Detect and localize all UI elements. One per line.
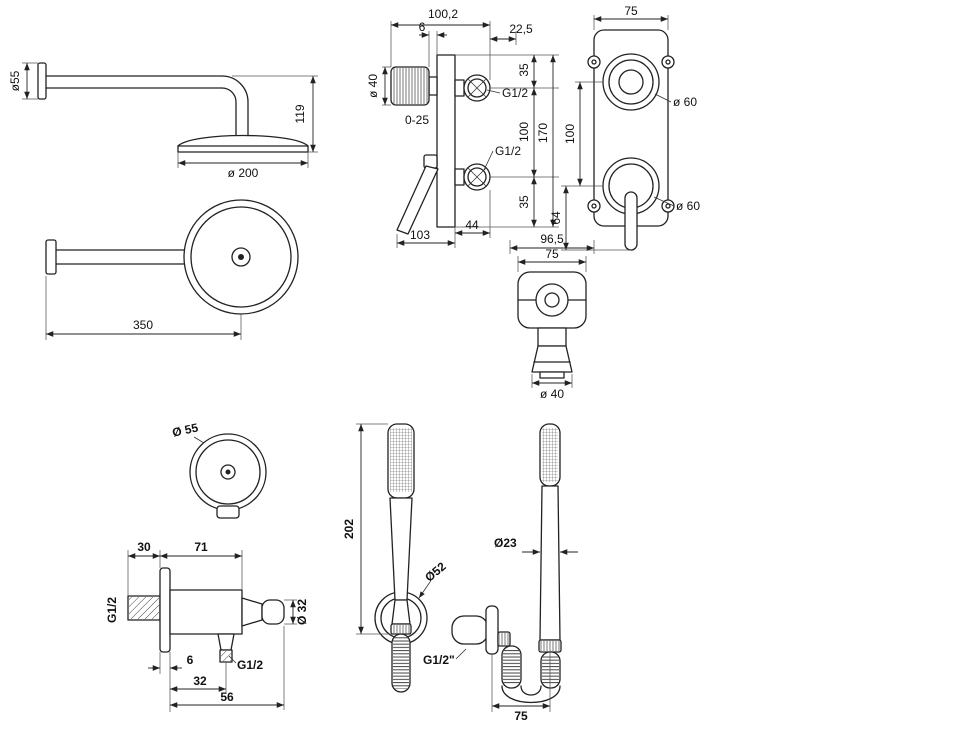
dim-label-port-spacing: 100 xyxy=(517,122,531,142)
dim-label-lever-reach: 103 xyxy=(410,228,430,242)
spout-views: 96,5 75 ø 40 xyxy=(509,232,595,401)
dim-label-arm-flange-diameter: ø55 xyxy=(8,70,22,91)
dim-label-handle-diameter: Ø23 xyxy=(494,536,517,550)
dim-label-gap: 6 xyxy=(419,20,426,34)
dim-label-plate-width: 75 xyxy=(624,4,638,18)
dim-label-bottom-offset: 32 xyxy=(193,674,207,688)
dim-label-handshower-length: 202 xyxy=(342,519,356,539)
dim-label-bottom-thread: G1/2 xyxy=(237,658,263,672)
dim-label-top-offset: 35 xyxy=(517,63,531,77)
dim-label-drop-height: 119 xyxy=(293,104,307,123)
dim-label-knob-bottom-diameter: ø 60 xyxy=(676,199,700,213)
dim-label-adjust-range: 0-25 xyxy=(405,113,429,127)
dim-label-hose-span: 75 xyxy=(514,709,528,723)
dim-label-spout-outlet-diameter: ø 40 xyxy=(540,387,564,401)
dim-label-wall-depth: 22,5 xyxy=(509,22,533,36)
dim-label-lever-drop: 64 xyxy=(549,211,563,225)
dim-label-spout-total-depth: 96,5 xyxy=(540,232,564,246)
handshower-holder-view: 202 Ø52 G1/2" xyxy=(342,423,467,693)
dim-label-spout-flange-width: 75 xyxy=(545,247,559,261)
dim-label-outlet-flange-diameter: Ø 55 xyxy=(171,420,200,439)
dim-label-depth-total: 100,2 xyxy=(428,7,458,21)
dim-label-thread-length: 30 xyxy=(137,540,151,554)
shower-head-side-view: ø55 119 ø 200 xyxy=(8,62,318,180)
wall-outlet-views: Ø 55 30 71 G1/2 Ø 32 6 G1/2 xyxy=(105,420,309,712)
mixer-side-view: ø 40 0-25 100,2 6 22,5 G1/2 G1/2 35 100 … xyxy=(366,7,559,248)
dim-label-total-height: 170 xyxy=(536,123,550,143)
dim-label-body-depth: 44 xyxy=(465,218,479,232)
dim-label-knob-spacing: 100 xyxy=(563,124,577,144)
dim-label-outlet-total-depth: 56 xyxy=(220,690,234,704)
handshower-hose-view: Ø23 75 xyxy=(451,423,578,723)
dim-label-port-bottom-thread: G1/2 xyxy=(495,144,521,158)
dim-label-body-length: 71 xyxy=(194,540,208,554)
dim-label-holder-thread: G1/2" xyxy=(423,653,455,667)
dim-label-end-diameter: Ø 32 xyxy=(295,599,309,625)
dim-label-head-diameter: ø 200 xyxy=(228,166,259,180)
dim-label-inlet-thread: G1/2 xyxy=(105,597,119,623)
dim-label-holder-diameter: Ø52 xyxy=(422,559,449,585)
dim-label-bottom-offset: 35 xyxy=(517,195,531,209)
shower-head-top-view: 350 xyxy=(45,199,299,340)
mixer-front-view: 75 ø 60 ø 60 100 64 xyxy=(549,4,700,251)
dim-label-arm-length: 350 xyxy=(133,318,153,332)
dim-label-knob-diameter: ø 40 xyxy=(366,74,380,98)
dim-label-knob-top-diameter: ø 60 xyxy=(673,95,697,109)
dim-label-plate-thickness: 6 xyxy=(187,653,194,667)
dim-label-port-top-thread: G1/2 xyxy=(502,86,528,100)
